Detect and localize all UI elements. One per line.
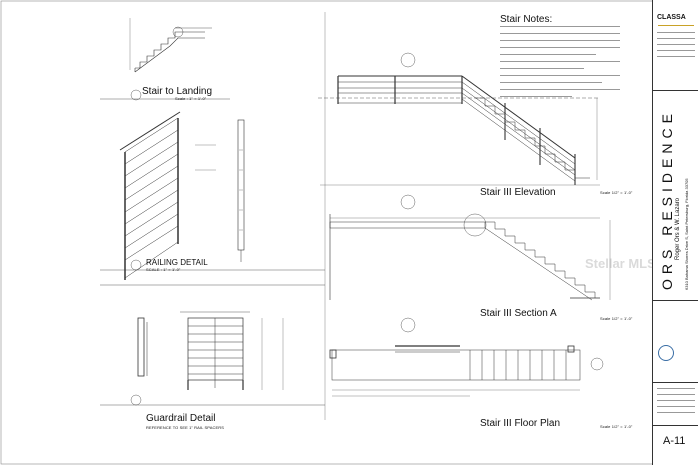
project-address: 6310 Bahama Shores Drive S, Saint Peters…	[684, 178, 689, 290]
sheet-number: A-11	[663, 435, 686, 447]
professional-seal	[658, 345, 674, 361]
stair-floor-plan-scale: Scale 1/2" = 1'-0"	[600, 424, 633, 429]
sheet-info-lines	[657, 388, 695, 418]
stair-landing-drawing	[129, 18, 212, 73]
guardrail-detail-drawing	[137, 311, 284, 390]
stair-section-drawing	[329, 213, 611, 301]
stair-elevation-scale: Scale 1/2" = 1'-0"	[600, 190, 633, 195]
stair-floor-plan-drawing	[329, 345, 604, 397]
stair-elevation-title: Stair III Elevation	[480, 187, 556, 198]
watermark: Stellar MLS	[585, 256, 656, 271]
stair-elevation-drawing	[318, 75, 600, 186]
stair-landing-scale: Scale : 1" = 1'-0"	[175, 96, 207, 101]
railing-detail-drawing	[119, 111, 245, 280]
logo-rule	[658, 25, 694, 26]
client-name: Roger Ors & W. Lazaro	[675, 197, 681, 260]
guardrail-detail-note: REFERENCE TO SEE 1" RAIL SPACERS	[146, 425, 225, 430]
railing-detail-scale: SCALE : 1" = 1'-0"	[146, 267, 181, 272]
project-name: ORS RESIDENCE	[659, 109, 675, 290]
firm-info-lines	[657, 32, 695, 72]
title-block: CLASSA ORS RESIDENCE Roger Ors & W. Laza…	[652, 0, 698, 465]
notes-heading: Stair Notes:	[500, 14, 553, 25]
stair-landing-title: Stair to Landing	[142, 86, 213, 97]
firm-logo: CLASSA	[657, 14, 686, 21]
stair-section-scale: Scale 1/2" = 1'-0"	[600, 316, 633, 321]
guardrail-detail-title: Guardrail Detail	[146, 413, 216, 424]
stair-floor-plan-title: Stair III Floor Plan	[480, 418, 561, 429]
stair-section-title: Stair III Section A	[480, 308, 557, 319]
notes-body	[500, 26, 620, 103]
railing-detail-title: RAILING DETAIL	[146, 258, 208, 267]
